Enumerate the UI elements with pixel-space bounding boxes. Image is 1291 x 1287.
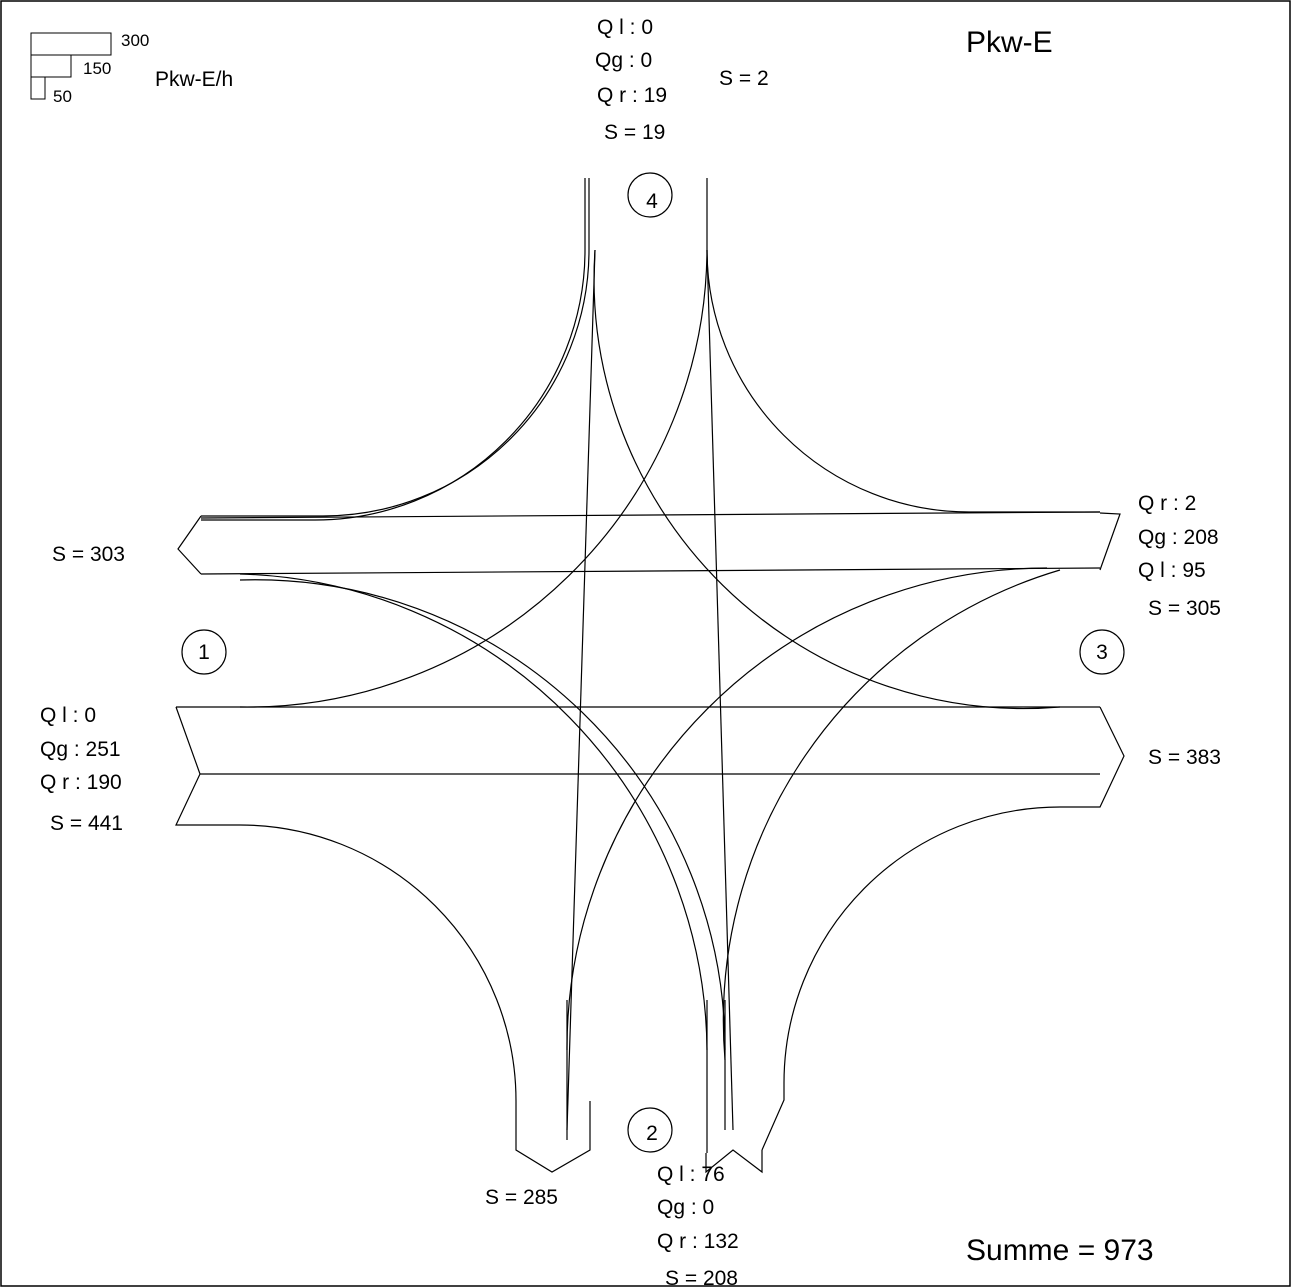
diagram-title: Pkw-E — [966, 26, 1053, 59]
flow-2-to-3-right-turn — [566, 567, 1048, 1051]
arm-4-left-edge — [201, 178, 586, 521]
flow-4-to-2 — [566, 249, 596, 1131]
arm-4-right-edge — [706, 178, 1100, 513]
arm-3-left: Q l : 95 — [1138, 559, 1206, 582]
flow-3-to-1-top — [200, 511, 1101, 519]
arm-1-right: Q r : 190 — [40, 771, 122, 794]
arm-1-sum-in: S = 441 — [50, 812, 123, 835]
flow-4-to-1-right-turn — [593, 249, 1061, 710]
arm-3-sum-in: S = 305 — [1148, 597, 1221, 620]
legend-bar-50 — [30, 76, 46, 100]
arm-4-straight: Qg : 0 — [595, 49, 652, 72]
node-1: 1 — [181, 629, 227, 675]
flow-4-to-2-b — [706, 249, 734, 1131]
flow-3-to-1-lower — [200, 567, 1101, 575]
legend-bar-150 — [30, 54, 72, 78]
arm-2-sum-out: S = 285 — [485, 1186, 558, 1209]
arm-4-left: Q l : 0 — [597, 16, 653, 39]
node-1-label: 1 — [198, 641, 210, 664]
legend: 300 150 50 Pkw-E/h — [30, 31, 233, 106]
arm-4-sum-out: S = 2 — [719, 67, 769, 90]
legend-label-300: 300 — [121, 31, 149, 50]
legend-label-50: 50 — [53, 87, 72, 106]
legend-unit: Pkw-E/h — [155, 68, 233, 91]
node-4: 4 — [627, 172, 673, 218]
flow-1-to-2-right-turn — [239, 573, 708, 1051]
node-2-label: 2 — [646, 1122, 658, 1145]
arm-3-sum-out: S = 383 — [1148, 746, 1221, 769]
node-3-label: 3 — [1096, 641, 1108, 664]
total-sum: Summe = 973 — [966, 1234, 1154, 1267]
arm-4-sum-in: S = 19 — [604, 121, 665, 144]
arm-2-left: Q l : 76 — [657, 1163, 725, 1186]
arm-1-entry-band — [175, 706, 591, 1173]
arm-1-exit-band — [177, 515, 202, 575]
node-4-label: 4 — [646, 190, 658, 213]
node-3: 3 — [1079, 629, 1125, 675]
arm-3-straight: Qg : 208 — [1138, 526, 1219, 549]
arm-3-entry-band — [1099, 512, 1121, 571]
arm-4-left-edge-inner — [201, 178, 590, 517]
arm-1-left: Q l : 0 — [40, 704, 96, 727]
arm-2-right: Q r : 132 — [657, 1230, 739, 1253]
flow-3-to-2-left-turn — [722, 569, 1061, 1061]
legend-bar-300 — [30, 32, 112, 56]
arm-1-sum-out: S = 303 — [52, 543, 125, 566]
arm-4-right: Q r : 19 — [597, 84, 667, 107]
arm-3-exit-band — [761, 706, 1125, 1151]
arm-3-right: Q r : 2 — [1138, 492, 1196, 515]
arm-2-entry-band — [705, 1149, 763, 1174]
legend-label-150: 150 — [83, 59, 111, 78]
arm-1-straight: Qg : 251 — [40, 738, 121, 761]
arm-2-straight: Qg : 0 — [657, 1196, 714, 1219]
flow-2-to-1-left-turn — [239, 579, 726, 1051]
flow-4-to-3-left-turn — [239, 249, 708, 708]
arm-2-sum-in: S = 208 — [665, 1267, 738, 1287]
node-2: 2 — [627, 1107, 673, 1153]
